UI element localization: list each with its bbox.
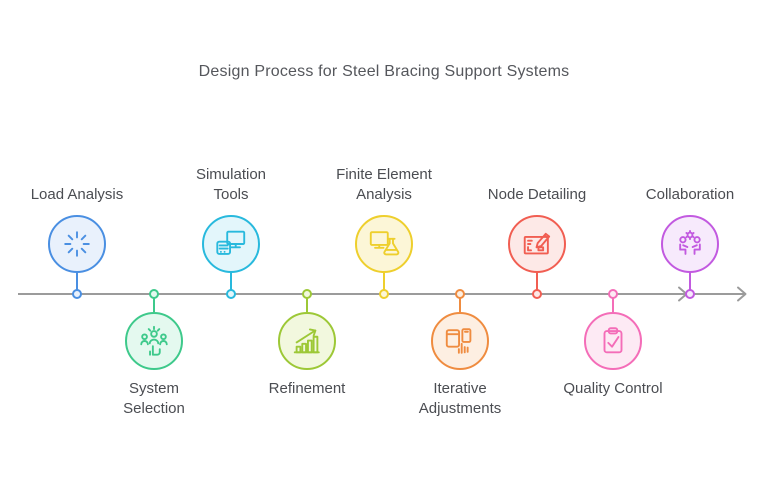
gauge-icon <box>64 231 90 257</box>
step-connector-stem <box>76 271 78 294</box>
step-circle <box>355 215 413 273</box>
step-connector-dot <box>685 289 695 299</box>
step-circle <box>202 215 260 273</box>
timeline-step-iterative-adjustments: Iterative Adjustments <box>395 0 525 480</box>
step-label: Collaboration <box>645 185 735 203</box>
step-connector-dot <box>302 289 312 299</box>
step-circle <box>661 215 719 273</box>
timeline-step-system-selection: System Selection <box>89 0 219 480</box>
timeline-step-finite-element-analysis: Finite Element Analysis <box>319 0 449 480</box>
timeline-step-refinement: Refinement <box>242 0 372 480</box>
growth-chart-icon <box>293 328 320 354</box>
clipboard-check-icon <box>603 327 623 354</box>
step-label: System Selection <box>123 380 185 417</box>
step-circle <box>48 215 106 273</box>
step-connector-stem <box>612 294 614 312</box>
timeline-step-quality-control: Quality Control <box>548 0 678 480</box>
step-connector-stem <box>153 294 155 312</box>
step-label: Finite Element Analysis <box>336 166 432 203</box>
step-connector-dot <box>532 289 542 299</box>
step-connector-stem <box>230 271 232 294</box>
step-connector-stem <box>536 271 538 294</box>
step-circle <box>278 312 336 370</box>
timeline-step-collaboration: Collaboration <box>625 0 755 480</box>
devices-tap-icon <box>445 328 472 354</box>
step-label: Iterative Adjustments <box>418 380 502 417</box>
step-connector-dot <box>226 289 236 299</box>
people-gear-icon <box>679 230 701 255</box>
step-circle <box>125 312 183 370</box>
team-choice-icon <box>140 325 168 356</box>
step-label: Quality Control <box>563 380 663 397</box>
step-connector-dot <box>72 289 82 299</box>
step-label: Simulation Tools <box>195 166 267 203</box>
step-connector-stem <box>689 271 691 294</box>
step-connector-dot <box>455 289 465 299</box>
step-connector-stem <box>383 271 385 294</box>
step-label: Refinement <box>268 380 346 397</box>
step-connector-stem <box>306 294 308 312</box>
step-circle <box>584 312 642 370</box>
timeline-step-load-analysis: Load Analysis <box>12 0 142 480</box>
step-circle <box>508 215 566 273</box>
step-label: Node Detailing <box>487 185 587 203</box>
step-connector-stem <box>459 294 461 312</box>
timeline-step-simulation-tools: Simulation Tools <box>166 0 296 480</box>
step-connector-dot <box>608 289 618 299</box>
step-label: Load Analysis <box>30 185 124 203</box>
diagram-title: Design Process for Steel Bracing Support… <box>198 63 570 80</box>
computer-devices-icon <box>216 230 246 255</box>
monitor-flask-icon <box>369 231 400 256</box>
blueprint-pencil-icon <box>523 232 551 255</box>
timeline-step-node-detailing: Node Detailing <box>472 0 602 480</box>
step-connector-dot <box>379 289 389 299</box>
timeline-end-arrowhead <box>737 286 747 302</box>
step-circle <box>431 312 489 370</box>
step-connector-dot <box>149 289 159 299</box>
